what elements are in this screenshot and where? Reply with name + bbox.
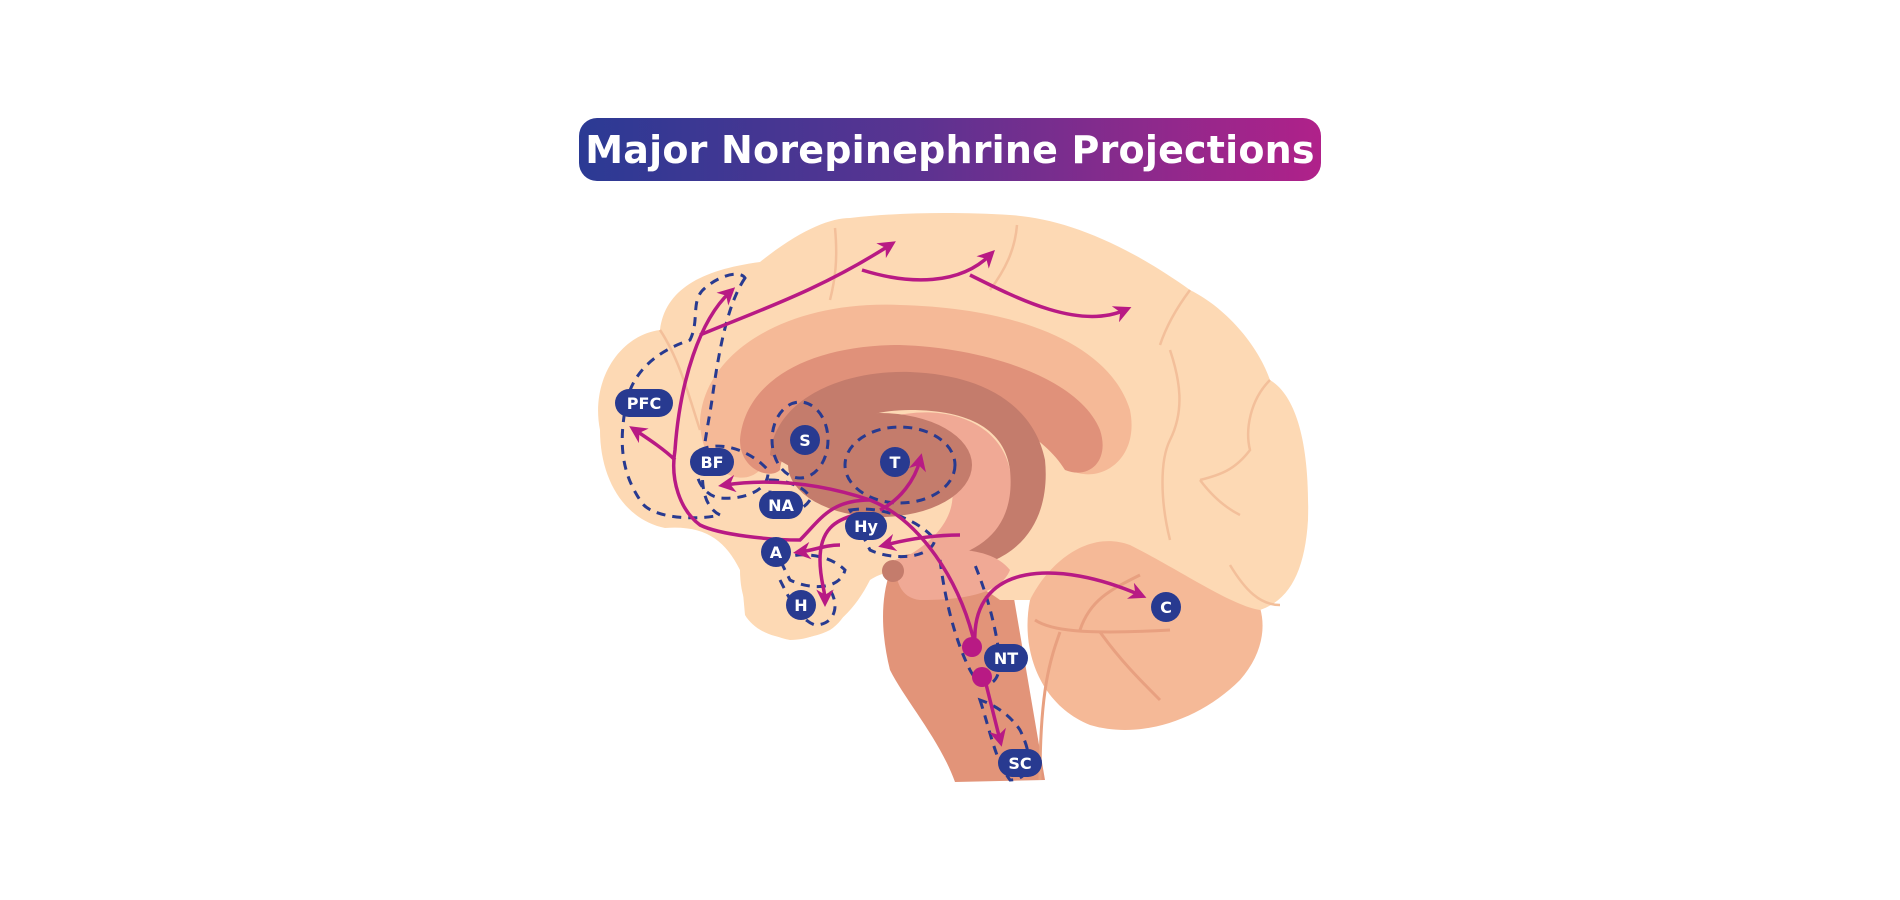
corpus-callosum [740,345,1103,474]
badge-label: S [799,431,811,450]
badge-label: A [770,543,783,562]
badge-BF[interactable]: BF [690,448,734,476]
badge-label: T [890,453,901,472]
cingulate-band [700,304,1132,478]
badge-S[interactable]: S [790,425,820,455]
badge-T[interactable]: T [880,447,910,477]
badge-A[interactable]: A [761,537,791,567]
diagram-title: Major Norepinephrine Projections [579,118,1321,181]
badge-H[interactable]: H [786,590,816,620]
badge-label: Hy [854,517,878,536]
cerebellum-branches [1034,573,1171,781]
badge-Hy[interactable]: Hy [845,512,887,540]
badge-NA[interactable]: NA [759,491,803,519]
badge-label: BF [700,453,723,472]
badge-PFC[interactable]: PFC [615,389,673,417]
pons-band [895,549,1010,600]
nt-nucleus-dot-2 [972,667,992,687]
pineal-dot [882,560,904,582]
projection-paths [629,241,1147,747]
brainstem-shape [883,558,1045,782]
badge-label: SC [1008,754,1031,773]
sulci [658,224,1281,607]
badge-label: NT [994,649,1018,668]
frontal-lower-lobe [740,531,854,639]
badge-label: PFC [627,394,661,413]
badge-C[interactable]: C [1151,592,1181,622]
midbrain-pink [880,412,1011,560]
badge-SC[interactable]: SC [998,749,1042,777]
badge-label: H [794,596,807,615]
nt-nucleus-dot-1 [962,637,982,657]
badge-label: NA [768,496,794,515]
badge-NT[interactable]: NT [984,644,1028,672]
cerebellum-shape [1027,538,1263,730]
badge-label: C [1160,598,1172,617]
